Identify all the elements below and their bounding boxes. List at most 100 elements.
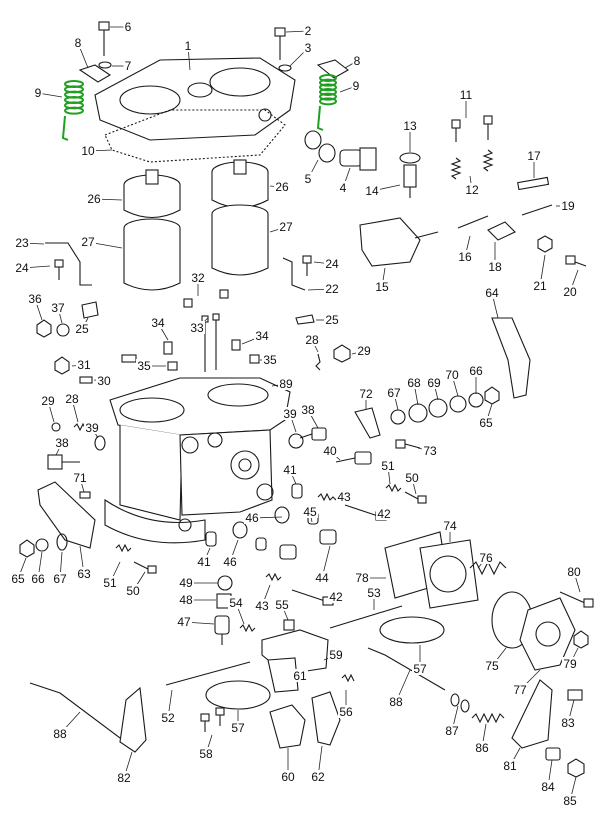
spring-coil [319, 92, 337, 101]
callout-50b: 50 [405, 471, 419, 485]
callout-34b: 34 [255, 329, 269, 343]
lever-64 [491, 317, 531, 399]
throttle-plate-57-left [205, 680, 271, 710]
callout-60: 60 [281, 770, 295, 784]
callout-bg-62 [310, 770, 326, 783]
callout-6: 6 [125, 20, 132, 34]
spring-coil [64, 106, 84, 115]
callout-8a: 8 [75, 36, 82, 50]
callout-bg-9a [33, 86, 43, 99]
nut-85 [567, 758, 585, 778]
nut-79 [573, 630, 589, 649]
callout-65a: 65 [11, 572, 25, 586]
callout-bg-86 [474, 741, 490, 754]
callout-bg-19 [560, 199, 576, 212]
callout-bg-1 [183, 39, 193, 52]
jet-35-right [249, 354, 260, 364]
callout-84: 84 [541, 780, 555, 794]
callout-bg-57a [230, 721, 246, 734]
callout-52: 52 [161, 711, 175, 725]
washer-87b [460, 699, 470, 713]
callout-bg-57b [412, 662, 428, 675]
screw-50-left [133, 561, 157, 574]
callout-bg-28a [304, 333, 320, 346]
callout-13: 13 [403, 119, 417, 133]
callout-26b: 26 [275, 180, 289, 194]
callout-58: 58 [199, 747, 213, 761]
callout-bg-40 [322, 444, 338, 457]
spring-54 [239, 623, 256, 633]
callout-bg-53 [366, 586, 382, 599]
part-55 [283, 619, 295, 631]
callout-21: 21 [533, 279, 547, 293]
link-17 [517, 176, 550, 191]
callout-bg-28b [64, 392, 80, 405]
part-71 [79, 491, 91, 499]
lever-82 [119, 686, 147, 753]
throttle-lever-63 [37, 481, 96, 549]
callout-bg-26b [274, 180, 290, 193]
callout-bg-45 [302, 505, 318, 518]
callout-bg-71 [72, 471, 88, 484]
callout-bg-16 [457, 250, 473, 263]
callout-bg-50a [125, 584, 141, 597]
callout-56: 56 [339, 705, 353, 719]
callout-bg-64 [484, 286, 500, 299]
callout-bg-83 [560, 716, 576, 729]
callout-25a: 25 [75, 322, 89, 336]
callout-bg-25b [324, 313, 340, 326]
callout-bg-7 [123, 59, 133, 72]
screws-11 [451, 115, 493, 142]
nut-65-right [484, 386, 500, 405]
clip-25-left [81, 301, 99, 319]
callout-bg-46a [244, 511, 260, 524]
spring-coil [319, 74, 337, 82]
callout-81: 81 [503, 759, 517, 773]
callout-bg-18 [487, 260, 503, 273]
callout-44: 44 [315, 571, 329, 585]
callout-22: 22 [325, 282, 339, 296]
callout-39a: 39 [85, 421, 99, 435]
callout-bg-21 [532, 279, 548, 292]
washer-87a [450, 693, 460, 707]
callout-bg-38a [54, 436, 70, 449]
callout-29b: 29 [41, 394, 55, 408]
callout-14: 14 [365, 184, 379, 198]
washer-66-right [468, 392, 484, 408]
callout-40: 40 [323, 444, 337, 458]
pipe-22 [282, 257, 306, 291]
washer-67-right [390, 409, 406, 425]
callout-18: 18 [488, 260, 502, 274]
callout-bg-85 [562, 794, 578, 807]
callout-bg-70 [444, 368, 460, 381]
washer-29-left [51, 422, 61, 432]
callout-59: 59 [329, 648, 343, 662]
callout-bg-67b [386, 386, 402, 399]
callout-57a: 57 [231, 721, 245, 735]
callout-12: 12 [465, 183, 479, 197]
callout-bg-10 [80, 144, 96, 157]
jet-45-lower [255, 537, 267, 551]
callout-46b: 46 [223, 555, 237, 569]
callout-bg-41 [282, 463, 298, 476]
bolt-84 [545, 747, 561, 761]
callout-73: 73 [423, 444, 437, 458]
callout-51b: 51 [381, 459, 395, 473]
callout-bg-54 [228, 596, 244, 609]
callout-74: 74 [443, 519, 457, 533]
callout-bg-65b [478, 416, 494, 429]
screw-20 [565, 255, 587, 267]
screws-58 [200, 707, 225, 732]
jet-41-upper [291, 483, 303, 499]
callout-bg-72 [358, 387, 374, 400]
callout-7: 7 [125, 59, 132, 73]
linkage-rod-88-left [29, 682, 133, 741]
callout-bg-20 [562, 285, 578, 298]
callout-bg-4 [338, 181, 348, 194]
callout-16: 16 [458, 250, 472, 264]
callout-36: 36 [28, 292, 42, 306]
callout-11: 11 [460, 88, 473, 102]
fuel-jet-47 [214, 615, 230, 645]
callout-bg-81 [502, 759, 518, 772]
